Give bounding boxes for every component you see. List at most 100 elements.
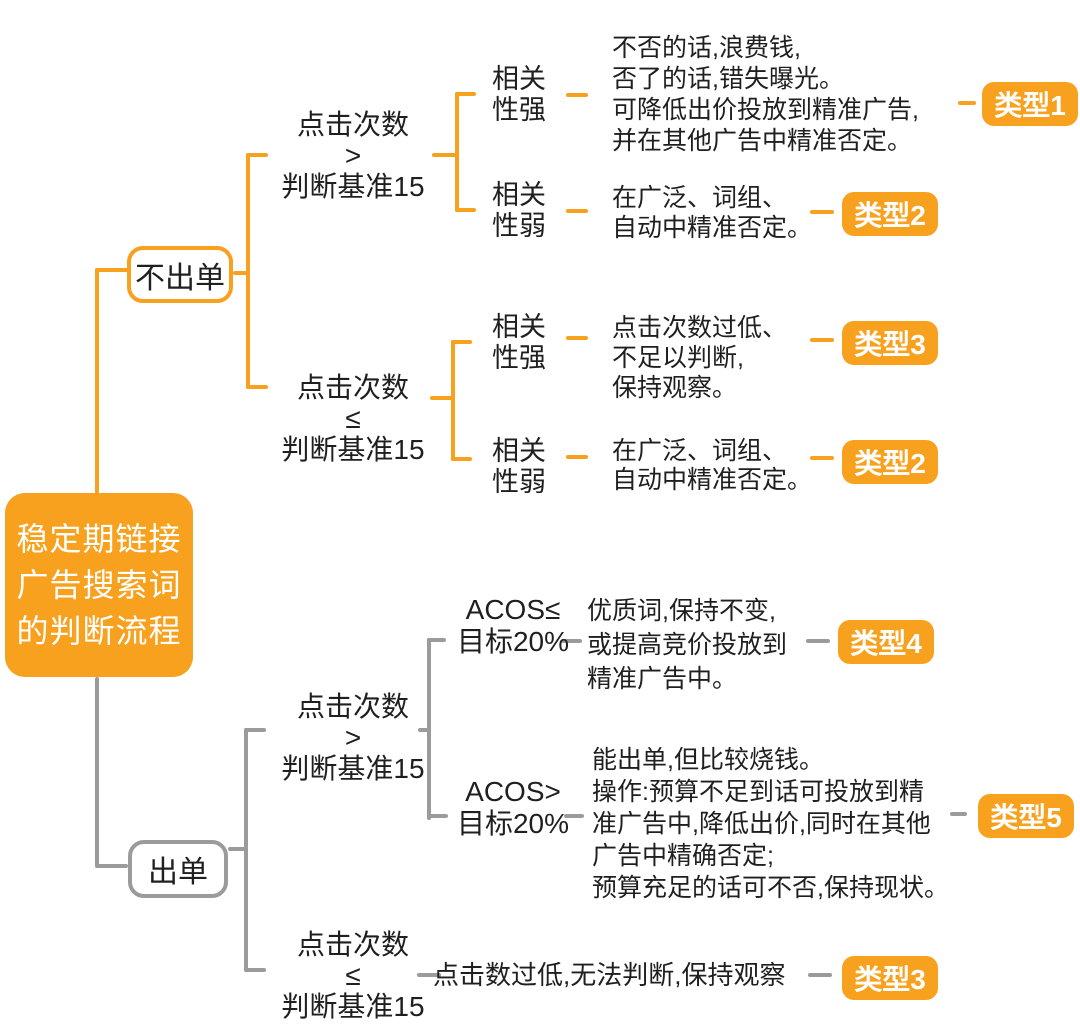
condition-line: 判断基准15	[281, 434, 425, 465]
root-line: 的判断流程	[16, 613, 182, 649]
root-node: 稳定期链接 广告搜索词 的判断流程	[5, 493, 193, 677]
label-acos-above-target: ACOS> 目标20%	[443, 776, 583, 840]
connector-weak1-note	[566, 209, 588, 213]
relevance-line: 性弱	[492, 467, 546, 497]
condition-line: 判断基准15	[281, 171, 425, 202]
connector-acoslow-note	[561, 639, 582, 643]
note-type3-a: 点击次数过低、 不足以判断, 保持观察。	[612, 313, 787, 403]
note-type3-b: 点击数过低,无法判断,保持观察	[433, 958, 785, 992]
connector-stub-acos-high	[427, 814, 448, 818]
root-line: 稳定期链接	[16, 521, 182, 557]
connector-note2-badge	[810, 210, 834, 214]
note-line: 自动中精准否定。	[612, 466, 813, 494]
acos-line: ACOS>	[465, 776, 561, 807]
note-line: 或提高竞价投放到	[587, 631, 788, 659]
condition-line: >	[344, 722, 362, 753]
label-weak-relevance-1: 相关 性弱	[492, 180, 562, 242]
connector-note5-badge	[806, 639, 830, 643]
condition-line: 判断基准15	[281, 991, 425, 1022]
condition-line: 判断基准15	[281, 753, 425, 784]
relevance-line: 相关	[492, 64, 546, 94]
root-line: 广告搜索词	[16, 567, 182, 603]
connector-order-right	[228, 847, 248, 851]
acos-line: 目标20%	[456, 626, 570, 657]
note-line: 优质词,保持不变,	[587, 597, 776, 625]
note-line: 自动中精准否定。	[612, 214, 813, 242]
connector-note6-badge	[950, 812, 967, 816]
label-strong-relevance-1: 相关 性强	[492, 64, 562, 126]
note-type4: 优质词,保持不变, 或提高竞价投放到 精准广告中。	[587, 594, 787, 696]
condition-line: 点击次数	[296, 372, 409, 403]
connector-stub-acos-low	[427, 638, 446, 642]
condition-line: ≤	[345, 960, 361, 991]
connector-bracket-no-order	[246, 153, 250, 389]
connector-root-to-order	[95, 864, 128, 868]
connector-weak2-note	[566, 455, 588, 459]
connector-bracket-order	[244, 728, 248, 972]
connector-bracket-acos	[427, 638, 431, 820]
connector-stub-cond4	[244, 968, 266, 972]
condition-clicks-below-2: 点击次数 ≤ 判断基准15	[268, 929, 438, 1022]
connector-acoshigh-note	[564, 814, 584, 818]
connector-note4-badge	[810, 456, 834, 460]
connector-bracket-relevance2	[451, 340, 455, 461]
badge-type-5: 类型5	[978, 794, 1074, 838]
relevance-line: 相关	[492, 436, 546, 466]
note-line: 在广泛、词组、	[612, 437, 788, 465]
note-line: 点击数过低,无法判断,保持观察	[433, 960, 786, 990]
label-acos-below-target: ACOS≤ 目标20%	[443, 594, 583, 658]
condition-clicks-above-1: 点击次数 > 判断基准15	[268, 109, 438, 202]
note-type2-a: 在广泛、词组、 自动中精准否定。	[612, 183, 812, 243]
note-line: 预算充足的话可不否,保持现状。	[592, 874, 949, 902]
note-line: 不足以判断,	[612, 344, 744, 372]
connector-no-order-right	[233, 271, 248, 275]
connector-cond4-note	[417, 973, 441, 977]
note-line: 能出单,但比较烧钱。	[592, 746, 824, 774]
note-type2-b: 在广泛、词组、 自动中精准否定。	[612, 437, 812, 495]
connector-strong1-note	[566, 93, 588, 97]
label-weak-relevance-2: 相关 性弱	[492, 436, 562, 498]
connector-stub-weak1	[455, 208, 476, 212]
connector-root-up	[95, 268, 99, 494]
note-type5: 能出单,但比较烧钱。 操作:预算不足到话可投放到精 准广告中,降低出价,同时在其…	[592, 744, 949, 904]
node-order: 出单	[128, 840, 228, 898]
connector-stub-weak2	[451, 457, 472, 461]
note-line: 并在其他广告中精准否定。	[612, 127, 913, 155]
condition-clicks-below-1: 点击次数 ≤ 判断基准15	[268, 372, 438, 465]
connector-stub-cond3	[244, 728, 266, 732]
condition-line: ≤	[345, 403, 361, 434]
note-line: 否了的话,错失曝光。	[612, 65, 844, 93]
note-line: 在广泛、词组、	[612, 184, 788, 212]
connector-root-down	[95, 677, 99, 868]
note-line: 操作:预算不足到话可投放到精	[592, 778, 924, 806]
condition-line: 点击次数	[296, 109, 409, 140]
connector-note7-badge	[808, 973, 832, 977]
note-line: 保持观察。	[612, 374, 738, 402]
note-line: 精准广告中。	[587, 665, 738, 693]
connector-cond2-to-bracket	[430, 396, 455, 400]
relevance-line: 相关	[492, 180, 546, 210]
connector-note3-badge	[810, 338, 834, 342]
condition-clicks-above-2: 点击次数 > 判断基准15	[268, 691, 438, 784]
acos-line: ACOS≤	[465, 594, 561, 625]
relevance-line: 性强	[492, 95, 546, 125]
badge-type-1: 类型1	[982, 82, 1078, 126]
connector-cond3-to-bracket	[418, 728, 431, 732]
connector-stub-cond1	[246, 153, 268, 157]
node-no-order: 不出单	[127, 246, 233, 303]
condition-line: 点击次数	[296, 691, 409, 722]
note-line: 可降低出价投放到精准广告,	[612, 96, 919, 124]
badge-type-2: 类型2	[842, 440, 938, 484]
connector-stub-cond2	[246, 385, 268, 389]
note-type1: 不否的话,浪费钱, 否了的话,错失曝光。 可降低出价投放到精准广告, 并在其他广…	[612, 33, 919, 157]
label-strong-relevance-2: 相关 性强	[492, 312, 562, 374]
connector-cond1-to-bracket	[432, 153, 457, 157]
badge-type-2: 类型2	[842, 192, 938, 236]
relevance-line: 相关	[492, 312, 546, 342]
badge-type-3: 类型3	[842, 956, 938, 1000]
note-line: 准广告中,降低出价,同时在其他	[592, 810, 931, 838]
badge-type-3: 类型3	[842, 321, 938, 365]
relevance-line: 性弱	[492, 211, 546, 241]
acos-line: 目标20%	[456, 808, 570, 839]
